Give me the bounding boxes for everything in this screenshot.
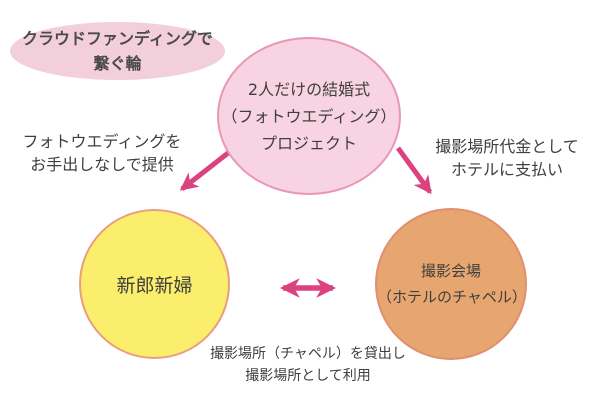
label-pay-hotel: 撮影場所代金として ホテルに支払い <box>420 135 594 181</box>
node-project: 2人だけの結婚式 （フォトウエディング） プロジェクト <box>217 37 401 195</box>
node-venue: 撮影会場 （ホテルのチャペル） <box>375 208 527 360</box>
label-pay-line2: ホテルに支払い <box>450 160 563 179</box>
label-lend-line2: 撮影場所として利用 <box>245 368 371 384</box>
node-project-line2: （フォトウエディング） <box>221 106 397 126</box>
title-badge: クラウドファンディングで 繋ぐ輪 <box>10 22 225 80</box>
title-badge-line2: 繋ぐ輪 <box>93 54 142 73</box>
node-venue-line1: 撮影会場 <box>420 262 481 280</box>
label-lend-line1: 撮影場所（チャペル）を貸出し <box>210 346 406 362</box>
title-badge-line1: クラウドファンディングで <box>22 29 213 48</box>
node-venue-line2: （ホテルのチャペル） <box>377 288 527 306</box>
node-project-line3: プロジェクト <box>260 133 357 153</box>
label-lend-location: 撮影場所（チャペル）を貸出し 撮影場所として利用 <box>198 343 418 387</box>
node-project-line1: 2人だけの結婚式 <box>247 79 371 99</box>
label-provide-line1: フォトウエディングを <box>22 132 182 151</box>
node-couple: 新郎新婦 <box>79 209 230 359</box>
label-provide-photowedding: フォトウエディングを お手出しなしで提供 <box>11 130 193 176</box>
label-provide-line2: お手出しなしで提供 <box>30 155 174 174</box>
label-pay-line1: 撮影場所代金として <box>435 137 579 156</box>
node-couple-label: 新郎新婦 <box>116 274 193 297</box>
